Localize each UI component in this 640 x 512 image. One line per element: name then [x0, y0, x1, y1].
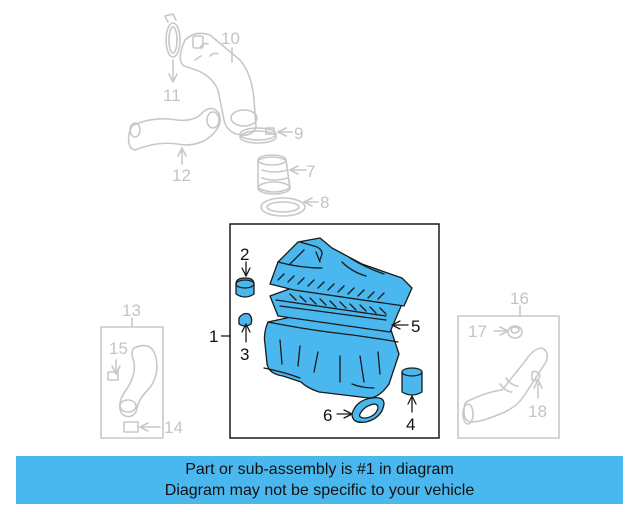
grommet-part-2 [235, 277, 255, 298]
callout-8: 8 [320, 193, 329, 212]
callout-12: 12 [172, 166, 191, 185]
air-cleaner-assembly-part-1 [235, 237, 423, 423]
callout-11: 11 [163, 86, 181, 105]
callout-6: 6 [323, 406, 332, 425]
callout-16: 16 [510, 289, 529, 308]
callout-5: 5 [411, 317, 420, 336]
callout-labels: 1 2 3 4 5 6 7 8 9 10 11 12 13 14 15 16 1… [109, 29, 547, 437]
callout-14: 14 [164, 418, 183, 437]
caption-line-1: Part or sub-assembly is #1 in diagram [185, 461, 454, 478]
callout-2: 2 [240, 245, 249, 264]
intake-duct-part-10 [179, 32, 258, 136]
faded-intake-assembly [127, 13, 319, 217]
arrow-8 [303, 197, 313, 207]
clamp-part-9 [239, 127, 277, 144]
callout-7: 7 [306, 162, 315, 181]
callout-10: 10 [221, 29, 240, 48]
callout-15: 15 [109, 339, 128, 358]
callout-18: 18 [528, 402, 547, 421]
intake-tube-part-4 [401, 367, 423, 396]
arrow-9 [277, 127, 287, 137]
arrow-7 [289, 165, 299, 175]
air-hose-part-12 [127, 107, 221, 151]
seal-part-6 [351, 396, 385, 423]
faded-right-box [457, 305, 560, 439]
callout-4: 4 [406, 415, 415, 434]
arrow-12 [177, 147, 187, 157]
callout-9: 9 [294, 124, 303, 143]
caption-line-2: Diagram may not be specific to your vehi… [164, 482, 475, 499]
callout-17: 17 [468, 322, 487, 341]
callout-3: 3 [240, 345, 249, 364]
callout-1: 1 [209, 327, 218, 346]
hose-clamp-part-11 [164, 13, 181, 58]
insulator-part-3 [238, 312, 253, 327]
gasket-part-8 [260, 197, 306, 217]
caption-bar: Part or sub-assembly is #1 in diagram Di… [16, 456, 623, 504]
main-assembly-frame [229, 223, 440, 439]
faded-left-box [100, 317, 164, 439]
upper-cover [269, 237, 413, 307]
airflow-sensor-part-7 [257, 154, 291, 195]
callout-13: 13 [122, 301, 141, 320]
parts-diagram: 1 2 3 4 5 6 7 8 9 10 11 12 13 14 15 16 1… [100, 13, 560, 439]
arrow-11 [168, 73, 178, 83]
